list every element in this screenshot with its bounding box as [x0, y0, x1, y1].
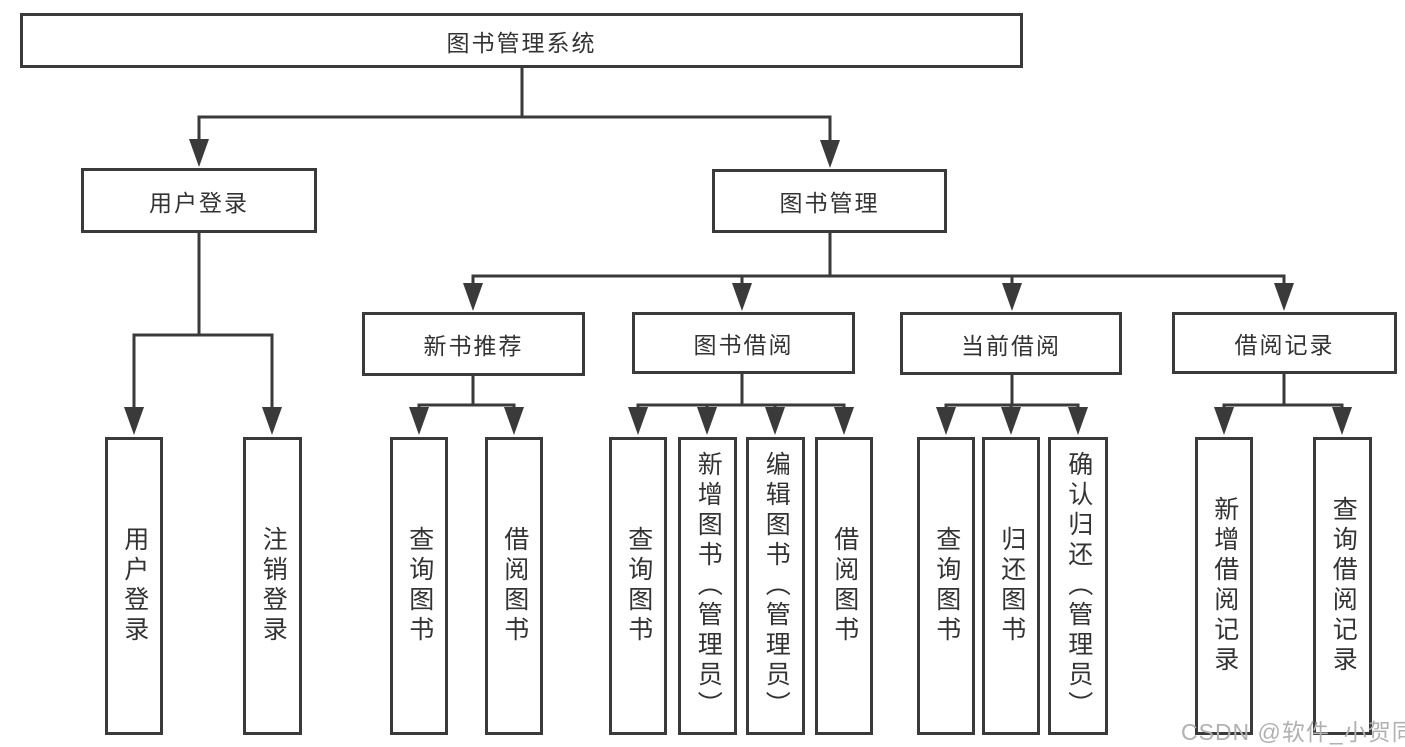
leaf-return-books: 归还图书	[982, 437, 1040, 735]
connector-root	[189, 68, 840, 168]
leaf-borrow-books-2: 借阅图书	[815, 437, 873, 735]
leaf-add-books-admin: 新增图书（管理员）	[678, 437, 737, 735]
leaf-add-borrow-record: 新增借阅记录	[1195, 437, 1253, 735]
connector-current-borrow	[936, 375, 1088, 435]
leaf-edit-books-admin: 编辑图书（管理员）	[746, 437, 805, 735]
leaf-query-borrow-record: 查询借阅记录	[1313, 437, 1372, 735]
node-root-system: 图书管理系统	[20, 13, 1023, 68]
leaf-logout: 注销登录	[243, 437, 302, 735]
node-current-borrow: 当前借阅	[900, 312, 1122, 375]
connector-book-mgmt	[463, 233, 1294, 311]
node-book-management: 图书管理	[712, 169, 947, 233]
connector-new-book	[409, 376, 524, 435]
node-new-book-recommend: 新书推荐	[362, 312, 585, 376]
connector-borrow-records	[1214, 374, 1352, 435]
leaf-borrow-books: 借阅图书	[485, 437, 543, 735]
node-borrow-records: 借阅记录	[1172, 312, 1397, 374]
leaf-confirm-return-admin: 确认归还（管理员）	[1048, 437, 1108, 735]
connector-book-borrow	[628, 374, 854, 435]
csdn-watermark: CSDN @软件_小贺同学	[1181, 719, 1405, 745]
leaf-query-books: 查询图书	[390, 437, 448, 735]
leaf-query-books-current: 查询图书	[917, 437, 975, 735]
connector-user-login	[124, 233, 282, 435]
leaf-query-books-borrow: 查询图书	[609, 437, 667, 735]
node-user-login: 用户登录	[81, 168, 317, 233]
node-book-borrow: 图书借阅	[632, 312, 855, 374]
leaf-user-login: 用户登录	[105, 437, 163, 735]
